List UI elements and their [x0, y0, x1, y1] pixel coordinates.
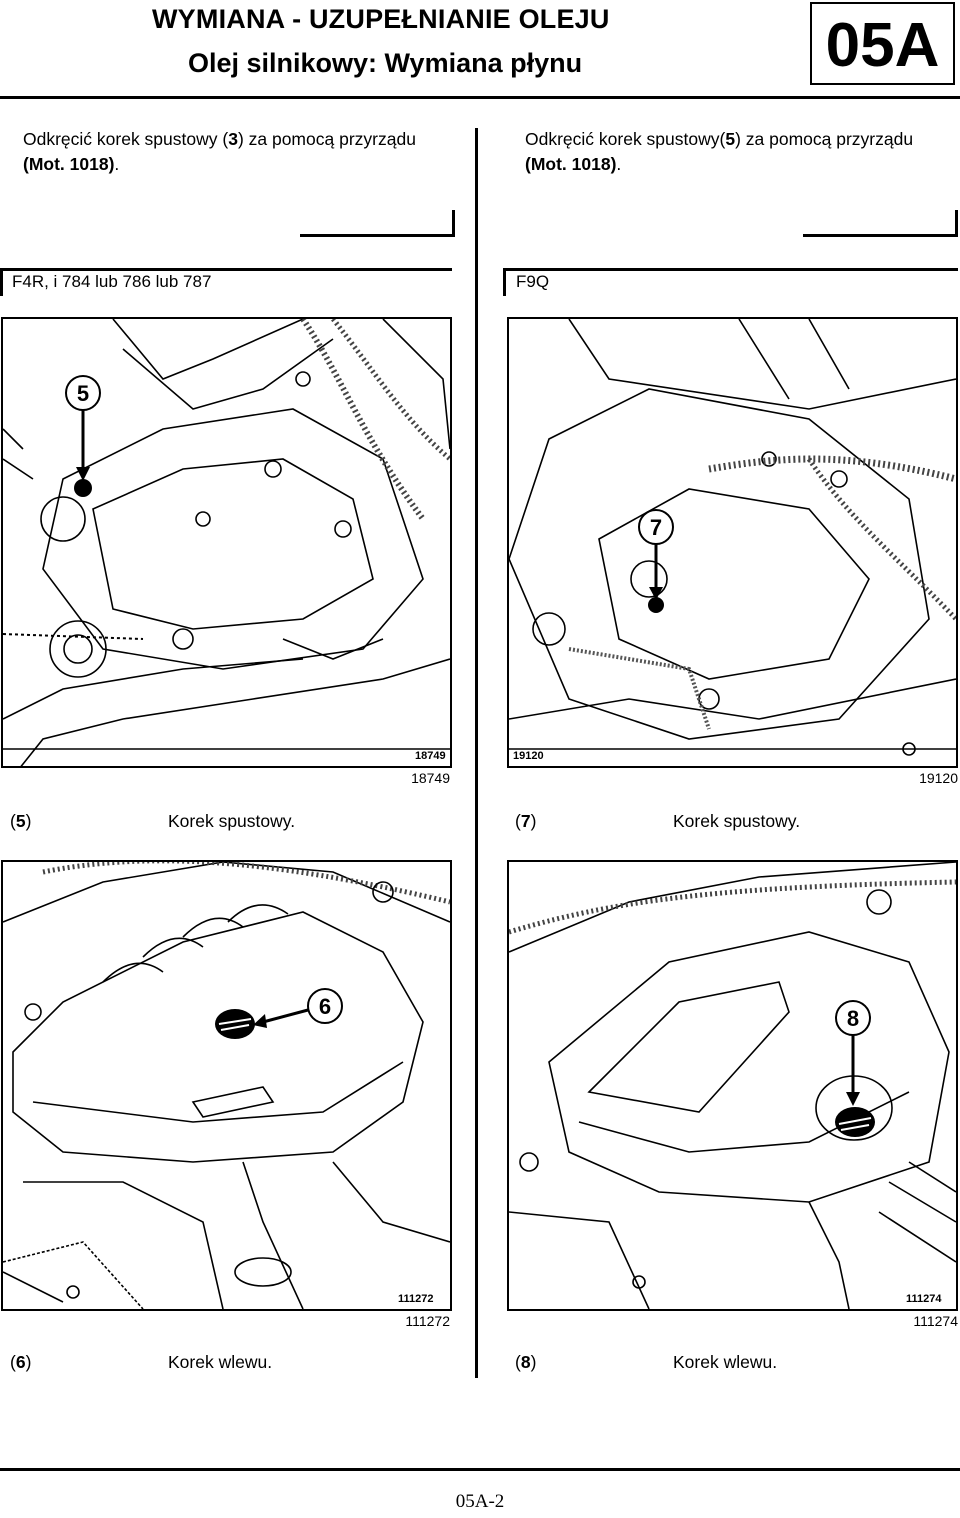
- figure-engine-cover-right: 8 111274: [507, 860, 958, 1311]
- legend-number: 7: [520, 811, 531, 831]
- left-instruction-post: ) za pomocą przyrządu: [237, 129, 416, 149]
- figure-gearbox-f9q: 7 19120: [507, 317, 958, 768]
- right-instruction-post: ) za pomocą przyrządu: [735, 129, 914, 149]
- left-engine-rule: [0, 268, 452, 271]
- gearbox-f4r-illustration: 5 18749: [3, 319, 450, 766]
- left-end-marker: [300, 234, 455, 237]
- footer-rule: [0, 1468, 960, 1471]
- right-instruction: Odkręcić korek spustowy(5) za pomocą prz…: [525, 127, 960, 177]
- figure-gearbox-f4r: 5 18749: [1, 317, 452, 768]
- right-end-marker-tick: [955, 210, 958, 237]
- left-instruction-pre: Odkręcić korek spustowy (: [23, 129, 229, 149]
- right-engine-label: F9Q: [516, 272, 550, 291]
- figure-ref-number: 111272: [405, 1313, 450, 1329]
- gearbox-f9q-illustration: 7 19120: [509, 319, 956, 762]
- callout-8: 8: [847, 1006, 859, 1031]
- right-end-marker: [803, 234, 958, 237]
- legend-number: 6: [15, 1352, 26, 1372]
- legend-number: 8: [520, 1352, 531, 1372]
- legend-item: (8): [515, 1352, 537, 1372]
- engine-cover-right-illustration: 8 111274: [509, 862, 956, 1309]
- legend-text: Korek wlewu.: [673, 1352, 778, 1372]
- legend-text: Korek spustowy.: [168, 811, 296, 831]
- right-engine-rule: [503, 268, 958, 271]
- callout-5: 5: [77, 381, 89, 406]
- left-instruction: Odkręcić korek spustowy (3) za pomocą pr…: [23, 127, 463, 177]
- left-end-marker-tick: [452, 210, 455, 237]
- column-divider: [475, 128, 478, 1378]
- right-instruction-tool: (Mot. 1018): [525, 154, 617, 174]
- header-rule: [0, 96, 960, 99]
- left-engine-label: F4R, i 784 lub 786 lub 787: [12, 272, 212, 291]
- legend-text: Korek spustowy.: [673, 811, 801, 831]
- section-badge: 05A: [810, 2, 955, 85]
- legend-item: (5): [10, 811, 32, 831]
- right-instruction-num: 5: [725, 129, 736, 149]
- figure-engine-cover-left: 6 111272: [1, 860, 452, 1311]
- right-instruction-pre: Odkręcić korek spustowy(: [525, 129, 726, 149]
- legend-item: (7): [515, 811, 537, 831]
- page-title: WYMIANA - UZUPEŁNIANIE OLEJU: [152, 4, 610, 34]
- left-instruction-end: .: [114, 154, 120, 174]
- legend-number: 5: [15, 811, 26, 831]
- figure-inner-code: 111274: [906, 1293, 942, 1305]
- page-number: 05A-2: [455, 1491, 505, 1512]
- legend-text: Korek wlewu.: [168, 1352, 273, 1372]
- figure-inner-code: 19120: [513, 750, 544, 762]
- figure-ref-number: 19120: [919, 770, 958, 786]
- left-instruction-tool: (Mot. 1018): [23, 154, 115, 174]
- page-subtitle: Olej silnikowy: Wymiana płynu: [188, 48, 583, 78]
- right-engine-bar: [503, 268, 506, 296]
- right-instruction-end: .: [616, 154, 622, 174]
- left-engine-bar: [0, 268, 3, 296]
- figure-ref-number: 18749: [411, 770, 450, 786]
- left-instruction-num: 3: [228, 129, 238, 149]
- figure-inner-code: 111272: [398, 1293, 434, 1305]
- figure-ref-number: 111274: [913, 1313, 958, 1329]
- callout-7: 7: [650, 515, 662, 540]
- legend-item: (6): [10, 1352, 32, 1372]
- callout-6: 6: [319, 994, 331, 1019]
- engine-cover-left-illustration: 6 111272: [3, 862, 450, 1309]
- figure-inner-code: 18749: [415, 750, 446, 762]
